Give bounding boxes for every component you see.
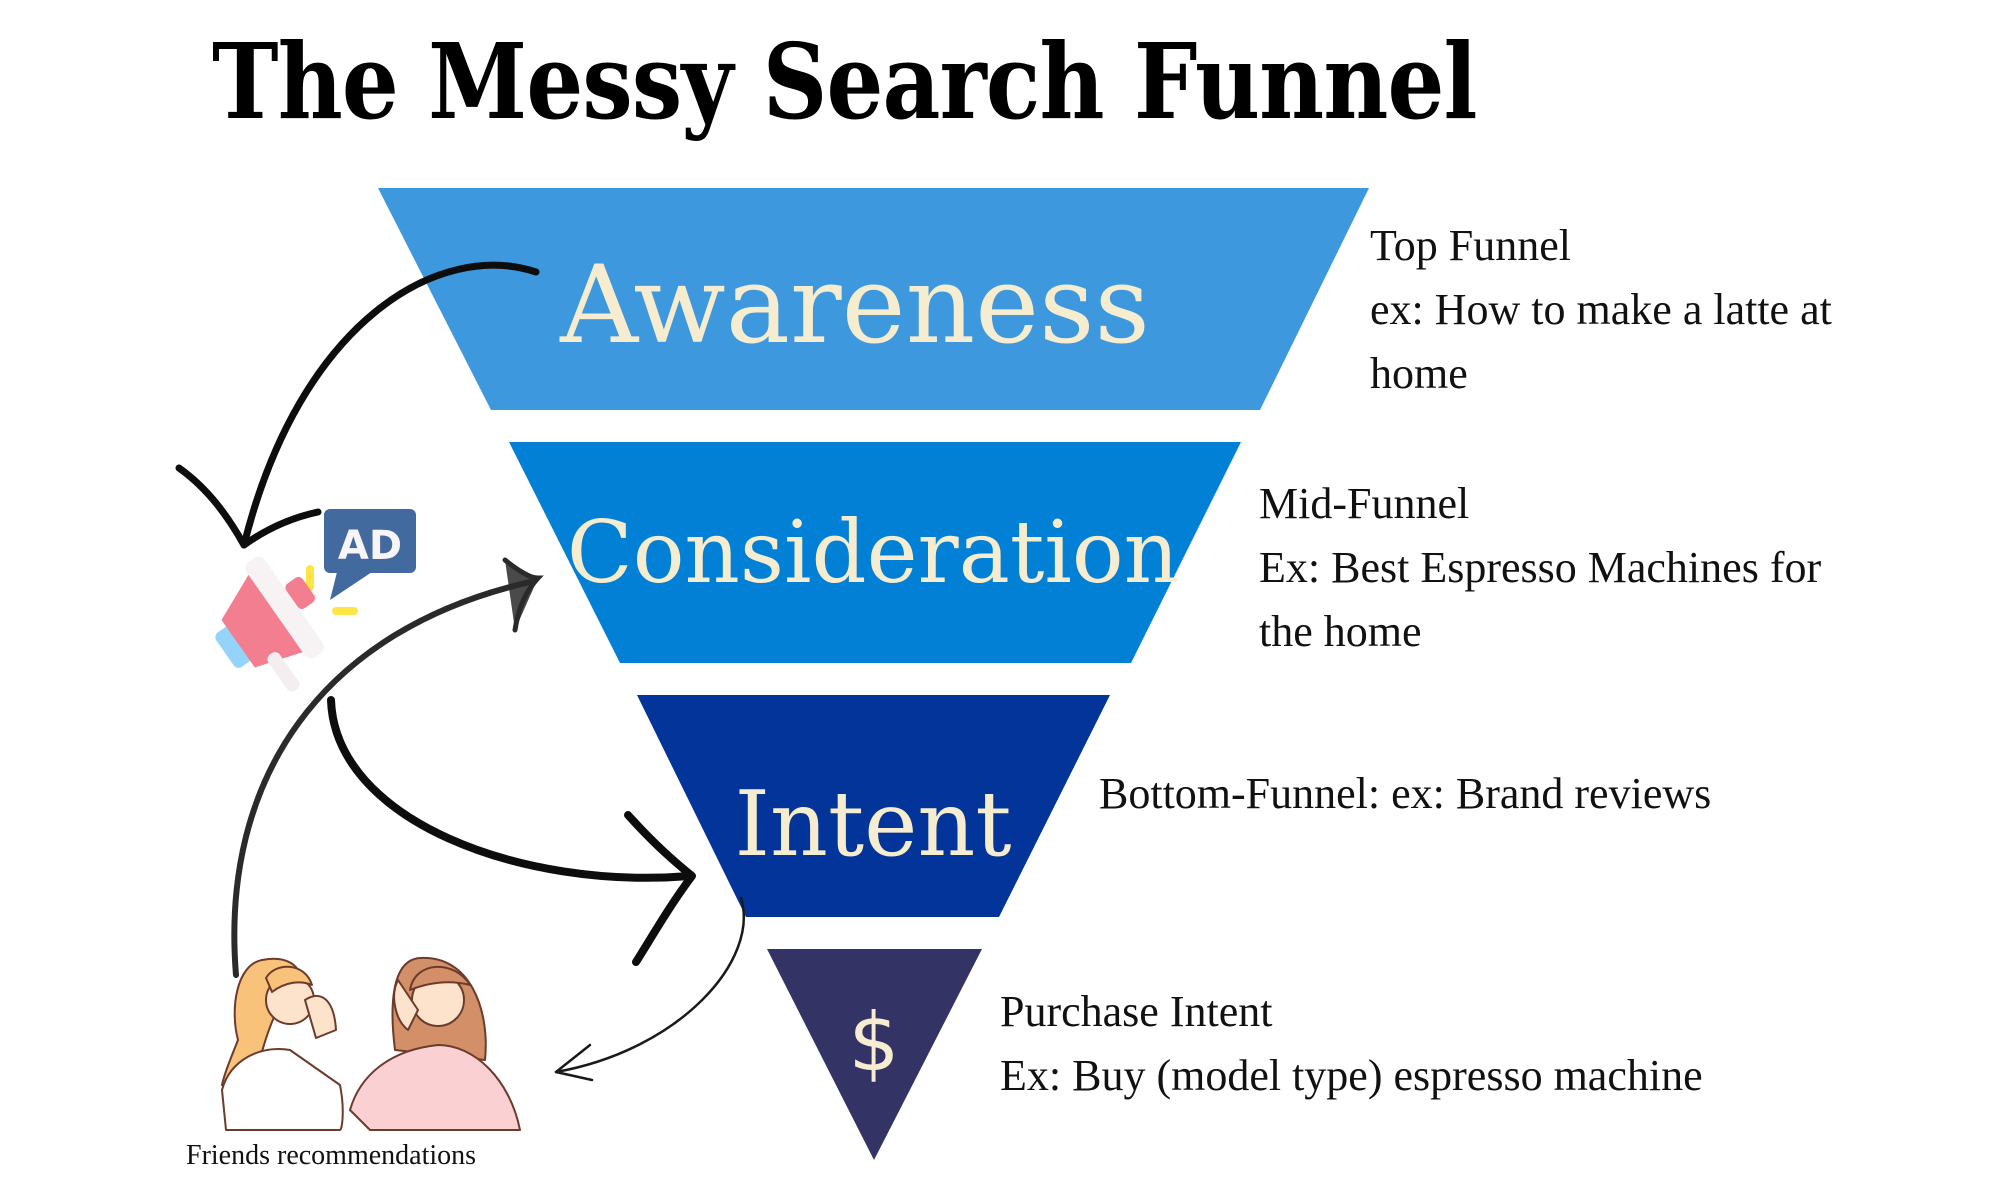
stage-consideration-label: Consideration (567, 503, 1179, 603)
stage-purchase-description: Purchase Intent Ex: Buy (model type) esp… (1000, 980, 1703, 1108)
stage-consideration-shape (509, 442, 1241, 663)
friends-caption: Friends recommendations (186, 1140, 477, 1171)
stage-awareness-shape (378, 188, 1369, 410)
description-line: Ex: Best Espresso Machines for (1259, 543, 1822, 592)
description-line: home (1370, 349, 1468, 398)
stage-purchase-label: $ (849, 996, 900, 1089)
arrow-awareness-to-ad (175, 261, 540, 549)
description-line: Top Funnel (1370, 221, 1572, 270)
description-line: Purchase Intent (1000, 987, 1273, 1036)
stage-intent-description: Bottom-Funnel: ex: Brand reviews (1099, 762, 1711, 826)
stage-intent-shape (637, 695, 1110, 917)
description-line: Mid-Funnel (1259, 479, 1470, 528)
stage-intent-label: Intent (734, 772, 1011, 877)
stage-purchase-shape (767, 949, 982, 1160)
stage-awareness-description: Top Funnel ex: How to make a latte at ho… (1370, 214, 1832, 406)
stage-awareness-label: Awareness (559, 243, 1150, 368)
megaphone-ad-icon: AD (215, 509, 416, 692)
arrow-intent-to-friends (554, 896, 745, 1082)
arrow-friends-to-consideration (231, 557, 544, 978)
description-line: ex: How to make a latte at (1370, 285, 1832, 334)
friends-whispering-illustration (221, 956, 521, 1131)
page-title: The Messy Search Funnel (212, 20, 1478, 143)
ad-icon-text: AD (338, 523, 402, 569)
arrow-ad-to-intent (327, 696, 696, 966)
stage-consideration-description: Mid-Funnel Ex: Best Espresso Machines fo… (1259, 472, 1821, 664)
description-line: Bottom-Funnel: ex: Brand reviews (1099, 769, 1712, 818)
description-line: Ex: Buy (model type) espresso machine (1000, 1051, 1703, 1100)
description-line: the home (1259, 607, 1422, 656)
